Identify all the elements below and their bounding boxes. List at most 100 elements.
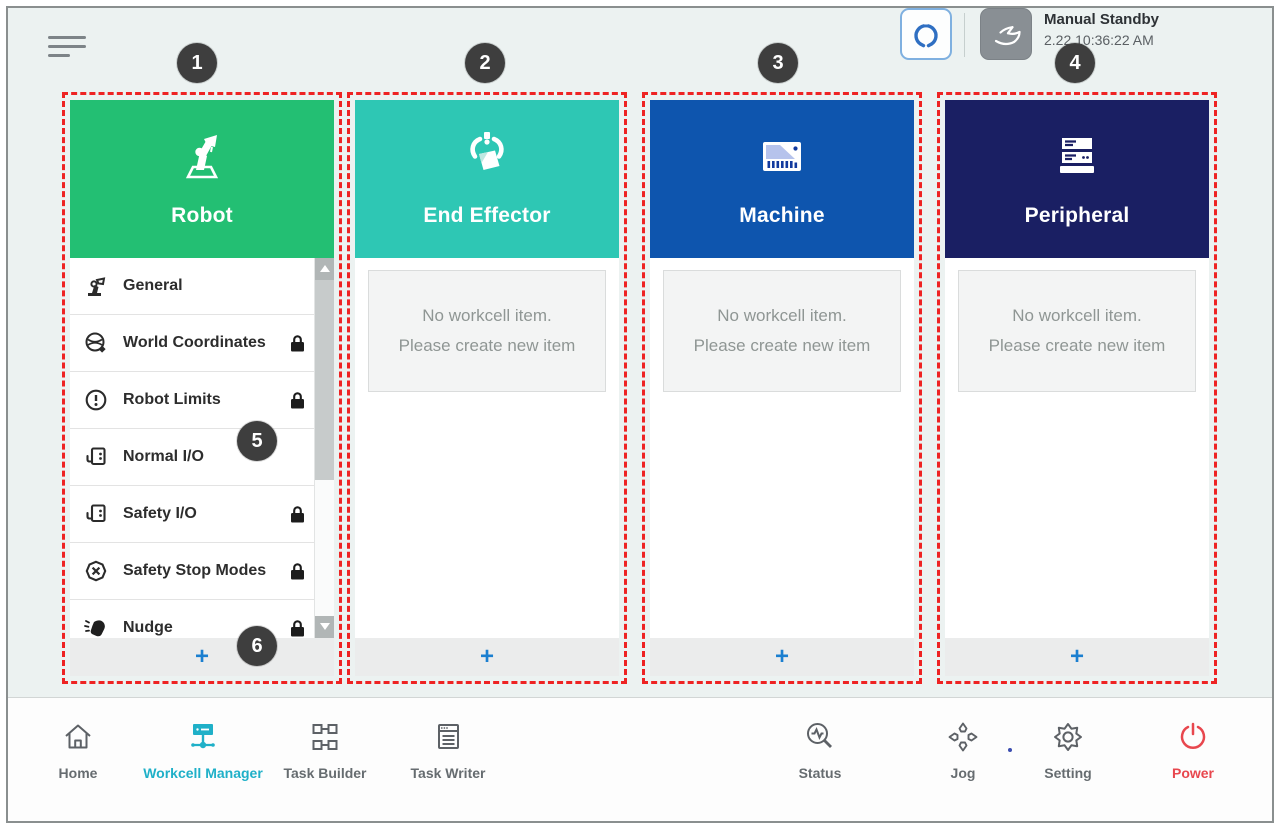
lock-icon <box>289 334 306 353</box>
task-builder-icon <box>312 724 338 750</box>
peripheral-column-title: Peripheral <box>1024 204 1130 227</box>
robot-arm-icon <box>185 135 219 179</box>
list-item-general[interactable]: General <box>70 258 314 315</box>
annotation-badge-6: 6 <box>237 626 277 666</box>
nav-setting[interactable]: Setting <box>988 720 1148 781</box>
empty-state-line1: No workcell item. <box>422 306 552 326</box>
empty-state-line2: Please create new item <box>693 336 871 355</box>
empty-state-line2: Please create new item <box>988 336 1166 355</box>
list-item-normal-io[interactable]: Normal I/O <box>70 429 314 486</box>
empty-state-line1: No workcell item. <box>717 306 847 326</box>
robot-mode-status: Manual Standby <box>1044 11 1160 28</box>
list-item-label: Safety I/O <box>123 505 197 522</box>
power-icon <box>1180 722 1206 750</box>
machine-column-title: Machine <box>739 204 825 227</box>
nav-task-builder[interactable]: Task Builder <box>245 720 405 781</box>
nav-home[interactable]: Home <box>8 720 158 781</box>
empty-state-line2: Please create new item <box>398 336 576 355</box>
machine-item-list: No workcell item. Please create new item <box>650 258 914 638</box>
lock-icon <box>289 619 306 638</box>
nav-workcell-manager[interactable]: Workcell Manager <box>123 720 283 781</box>
normal-io-icon <box>83 444 113 470</box>
list-item-label: Safety Stop Modes <box>123 562 267 579</box>
robot-column-header[interactable]: Robot <box>70 100 334 258</box>
scrollbar-thumb[interactable] <box>315 280 334 480</box>
robot-mode-button[interactable] <box>900 8 952 60</box>
list-item-safety-stop-modes[interactable]: Safety Stop Modes <box>70 543 314 600</box>
add-machine-item-button[interactable]: + <box>650 638 914 676</box>
robot-column: Robot General <box>62 92 342 684</box>
lock-icon <box>289 391 306 410</box>
nav-label: Task Builder <box>283 765 367 781</box>
robot-general-icon <box>83 273 113 299</box>
annotation-badge-5: 5 <box>237 421 277 461</box>
bottom-navigation-bar: Home Workcell Manager <box>8 697 1272 821</box>
machine-icon <box>763 142 801 171</box>
nav-label: Workcell Manager <box>143 765 263 781</box>
nav-jog[interactable]: Jog <box>883 720 1043 781</box>
nav-label: Home <box>58 765 98 781</box>
end-effector-column: End Effector No workcell item. Please cr… <box>347 92 627 684</box>
nav-status[interactable]: Status <box>740 720 900 781</box>
empty-state-box: No workcell item. Please create new item <box>958 270 1196 392</box>
list-item-label: Nudge <box>123 619 173 636</box>
gripper-claw-icon <box>914 20 938 48</box>
nav-power[interactable]: Power <box>1113 720 1272 781</box>
nav-label: Power <box>1171 765 1214 781</box>
scroll-up-arrow[interactable] <box>315 258 334 280</box>
empty-state-box: No workcell item. Please create new item <box>368 270 606 392</box>
end-effector-column-title: End Effector <box>423 204 551 227</box>
end-effector-item-list: No workcell item. Please create new item <box>355 258 619 638</box>
separator-dot <box>1008 748 1012 752</box>
nav-label: Setting <box>1044 765 1092 781</box>
list-item-label: Normal I/O <box>123 448 204 465</box>
scroll-down-arrow[interactable] <box>315 616 334 638</box>
list-item-safety-io[interactable]: Safety I/O <box>70 486 314 543</box>
safety-stop-modes-icon <box>83 558 113 584</box>
status-icon <box>807 723 832 748</box>
lock-icon <box>289 505 306 524</box>
task-writer-icon <box>438 724 459 749</box>
gripper-icon <box>470 132 504 170</box>
robot-item-list: General World Coordinates <box>70 258 334 638</box>
machine-column: Machine No workcell item. Please create … <box>642 92 922 684</box>
safety-io-icon <box>83 501 113 527</box>
peripheral-column: Peripheral No workcell item. Please crea… <box>937 92 1217 684</box>
hamburger-menu-icon[interactable] <box>48 36 86 62</box>
nudge-icon <box>83 615 113 638</box>
workcell-manager-icon <box>191 724 215 749</box>
nav-label: Jog <box>950 765 976 781</box>
list-item-label: Robot Limits <box>123 391 221 408</box>
hand-mode-icon <box>994 26 1021 46</box>
add-robot-item-button[interactable]: + <box>70 638 334 676</box>
empty-state-box: No workcell item. Please create new item <box>663 270 901 392</box>
annotation-badge-4: 4 <box>1055 43 1095 83</box>
list-item-robot-limits[interactable]: Robot Limits <box>70 372 314 429</box>
annotation-badge-1: 1 <box>177 43 217 83</box>
list-item-world-coordinates[interactable]: World Coordinates <box>70 315 314 372</box>
list-scrollbar[interactable] <box>314 258 334 638</box>
world-coordinates-icon <box>83 330 113 356</box>
machine-column-header[interactable]: Machine <box>650 100 914 258</box>
nav-label: Status <box>798 765 842 781</box>
annotation-badge-3: 3 <box>758 43 798 83</box>
lock-icon <box>289 562 306 581</box>
peripheral-column-header[interactable]: Peripheral <box>945 100 1209 258</box>
add-peripheral-item-button[interactable]: + <box>945 638 1209 676</box>
list-item-label: General <box>123 277 183 294</box>
peripheral-icon <box>1060 138 1094 173</box>
end-effector-column-header[interactable]: End Effector <box>355 100 619 258</box>
setting-icon <box>1054 723 1082 751</box>
jog-icon <box>948 722 978 752</box>
annotation-badge-2: 2 <box>465 43 505 83</box>
header-separator <box>964 13 965 57</box>
list-item-label: World Coordinates <box>123 334 266 351</box>
empty-state-line1: No workcell item. <box>1012 306 1142 326</box>
peripheral-item-list: No workcell item. Please create new item <box>945 258 1209 638</box>
add-end-effector-item-button[interactable]: + <box>355 638 619 676</box>
nav-task-writer[interactable]: Task Writer <box>368 720 528 781</box>
hand-guide-button[interactable] <box>980 8 1032 60</box>
nav-label: Task Writer <box>410 765 486 781</box>
list-item-nudge[interactable]: Nudge <box>70 600 314 638</box>
home-icon <box>65 724 91 749</box>
